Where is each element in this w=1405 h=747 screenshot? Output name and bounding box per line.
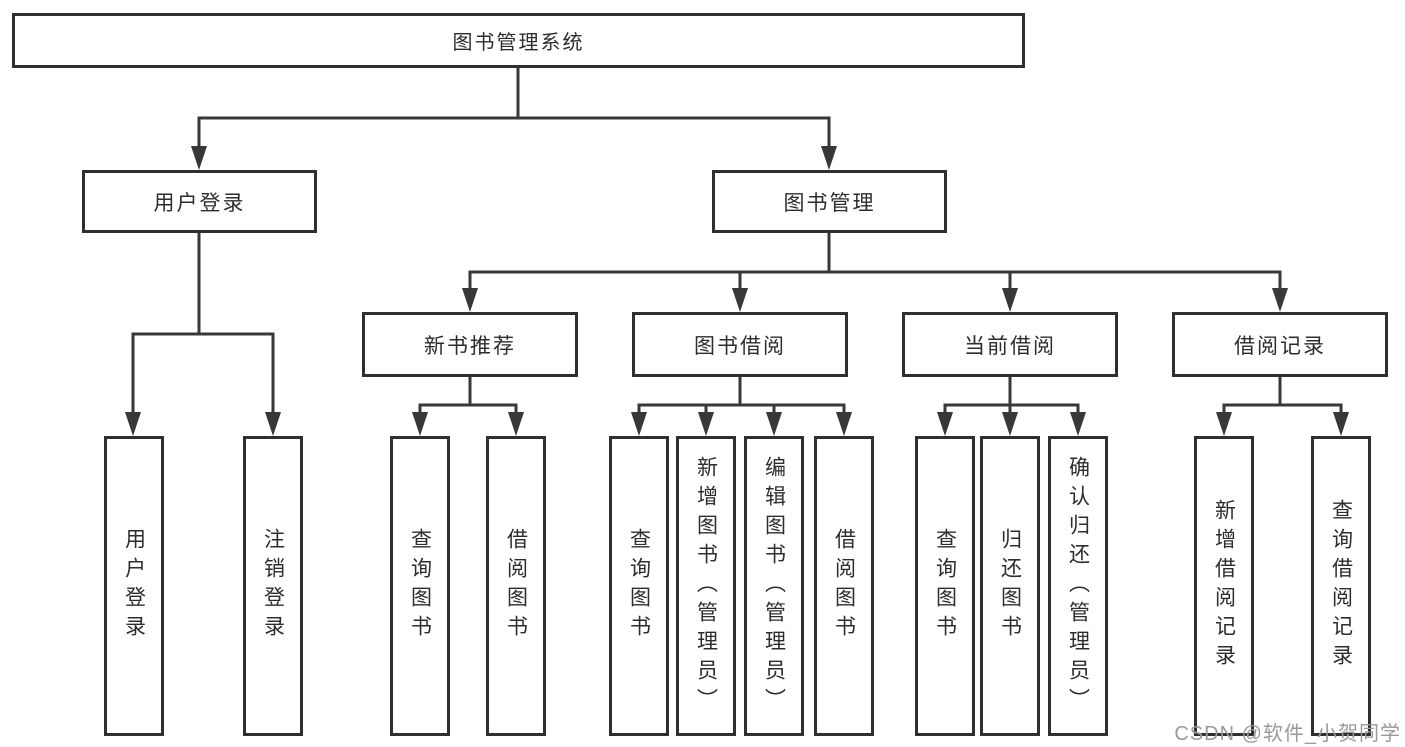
watermark-text: CSDN @软件_小贺同学 <box>1174 723 1401 745</box>
leaf-borrow-books-recommend: 借阅图书 <box>486 436 546 736</box>
leaf-query-books-borrow-label: 查询图书 <box>627 528 651 644</box>
leaf-user-login-label: 用户登录 <box>122 528 146 644</box>
leaf-logout-label: 注销登录 <box>261 528 285 644</box>
leaf-logout: 注销登录 <box>243 436 303 736</box>
node-book-management-label: 图书管理 <box>783 191 876 215</box>
node-current-borrow-label: 当前借阅 <box>964 334 1056 358</box>
leaf-add-borrow-record: 新增借阅记录 <box>1194 436 1254 736</box>
leaf-borrow-books-borrow: 借阅图书 <box>814 436 874 736</box>
leaf-borrow-books-recommend-label: 借阅图书 <box>504 528 528 644</box>
node-current-borrow: 当前借阅 <box>902 312 1118 377</box>
node-new-book-recommend: 新书推荐 <box>362 312 578 377</box>
leaf-query-books-current-label: 查询图书 <box>933 528 957 644</box>
leaf-confirm-return-admin-label: 确认归还（管理员） <box>1066 455 1090 717</box>
leaf-return-book: 归还图书 <box>980 436 1040 736</box>
node-library-system: 图书管理系统 <box>12 13 1025 68</box>
leaf-query-borrow-record-label: 查询借阅记录 <box>1329 499 1353 673</box>
leaf-add-borrow-record-label: 新增借阅记录 <box>1212 499 1236 673</box>
leaf-edit-book-admin-label: 编辑图书（管理员） <box>762 455 786 717</box>
node-book-management: 图书管理 <box>712 170 947 233</box>
leaf-query-books-recommend: 查询图书 <box>390 436 450 736</box>
node-borrow-records: 借阅记录 <box>1172 312 1388 377</box>
leaf-add-book-admin: 新增图书（管理员） <box>676 436 736 736</box>
connector-arrowheads <box>125 146 1349 436</box>
node-book-borrow: 图书借阅 <box>632 312 848 377</box>
leaf-query-books-borrow: 查询图书 <box>609 436 669 736</box>
leaf-return-book-label: 归还图书 <box>998 528 1022 644</box>
leaf-query-borrow-record: 查询借阅记录 <box>1311 436 1371 736</box>
leaf-query-books-recommend-label: 查询图书 <box>408 528 432 644</box>
node-user-login-label: 用户登录 <box>153 191 246 215</box>
connector-edges <box>131 66 1343 418</box>
leaf-user-login: 用户登录 <box>104 436 164 736</box>
node-user-login: 用户登录 <box>82 170 317 233</box>
node-book-borrow-label: 图书借阅 <box>694 334 786 358</box>
node-library-system-label: 图书管理系统 <box>452 32 585 54</box>
node-new-book-recommend-label: 新书推荐 <box>424 334 516 358</box>
leaf-borrow-books-borrow-label: 借阅图书 <box>832 528 856 644</box>
leaf-edit-book-admin: 编辑图书（管理员） <box>744 436 804 736</box>
node-borrow-records-label: 借阅记录 <box>1234 334 1326 358</box>
leaf-add-book-admin-label: 新增图书（管理员） <box>694 455 718 717</box>
leaf-query-books-current: 查询图书 <box>915 436 975 736</box>
leaf-confirm-return-admin: 确认归还（管理员） <box>1048 436 1108 736</box>
